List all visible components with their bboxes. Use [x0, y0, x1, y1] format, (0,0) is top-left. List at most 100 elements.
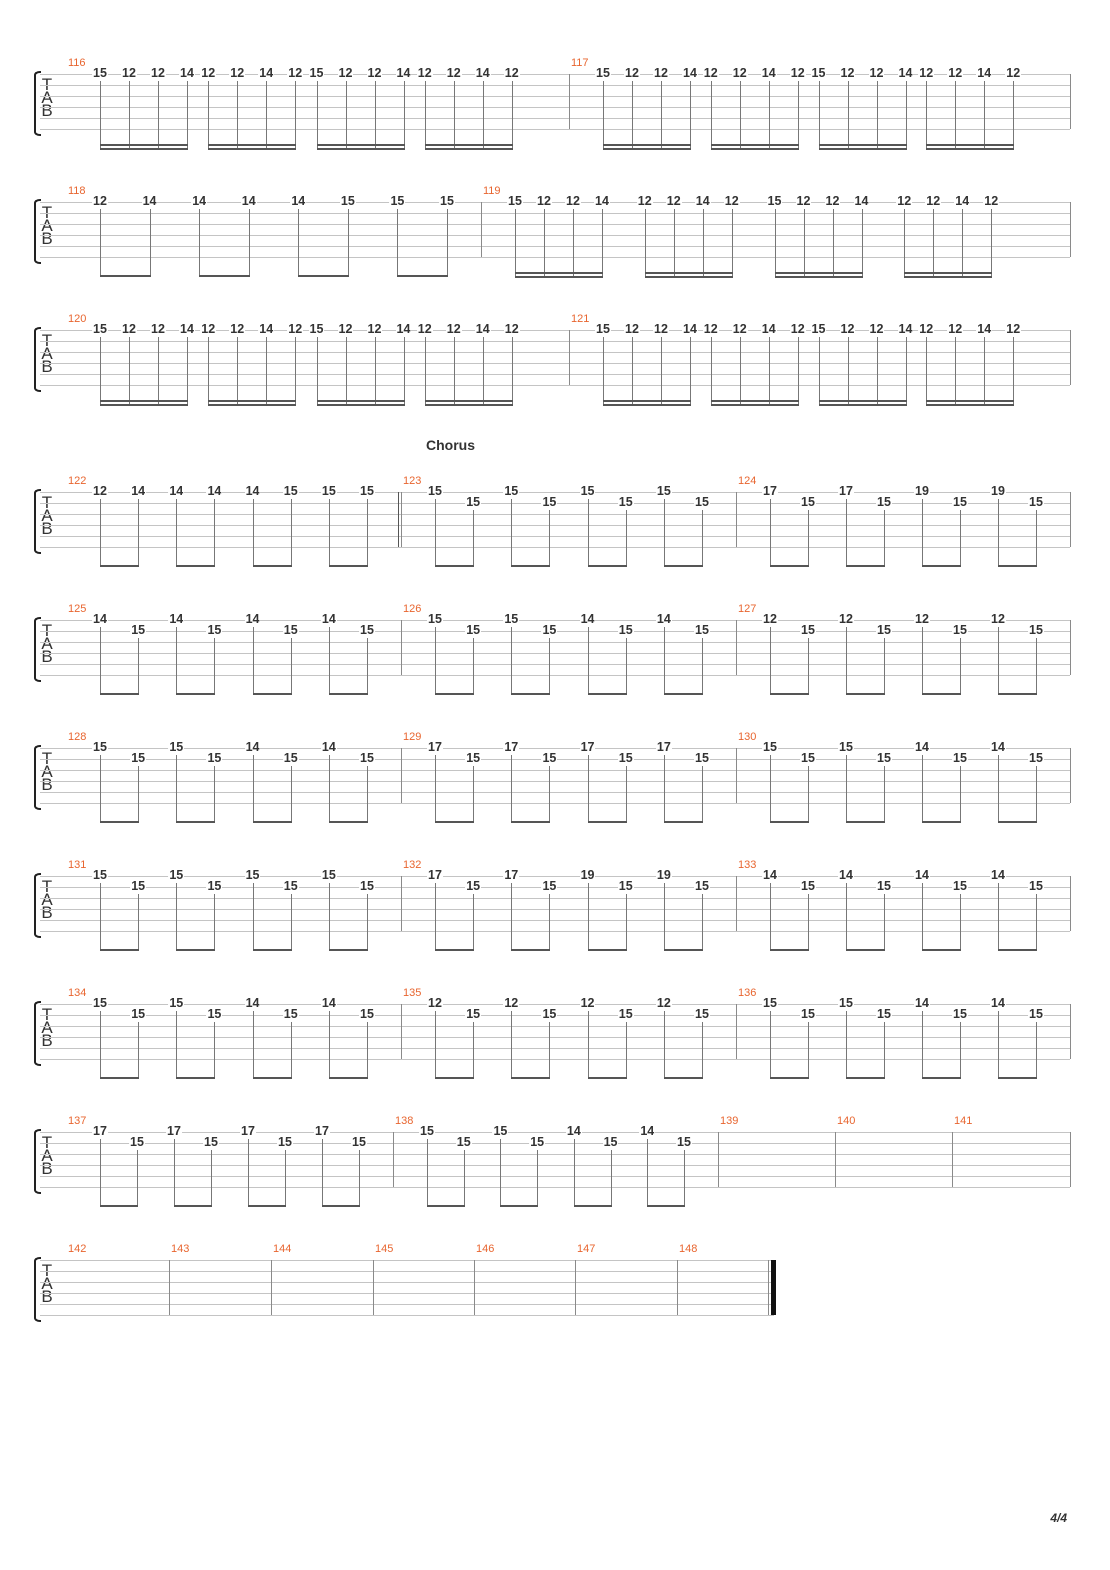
note-stem	[690, 337, 691, 405]
fret-number: 14	[191, 194, 208, 208]
fret-number: 15	[359, 1007, 375, 1021]
staff-line	[40, 909, 1070, 910]
note-stem	[818, 337, 820, 405]
measure-number: 128	[68, 731, 87, 743]
beam	[316, 404, 405, 406]
fret-number: 14	[258, 66, 275, 80]
note-stem	[328, 883, 330, 951]
staff-line	[40, 1271, 774, 1272]
staff-line	[40, 1132, 1070, 1133]
staff-line	[40, 514, 1070, 515]
staff-line	[40, 374, 1070, 375]
note-stem	[684, 1150, 685, 1207]
beam	[397, 275, 448, 277]
staff-line	[40, 1165, 1070, 1166]
tab-clef-letter: T	[40, 1262, 54, 1279]
beam	[511, 565, 551, 567]
beam	[587, 1077, 627, 1079]
staff-line	[40, 385, 1070, 386]
beam	[998, 693, 1037, 695]
fret-number: 14	[976, 322, 993, 336]
note-stem	[846, 1011, 847, 1079]
measure-number: 141	[954, 1115, 973, 1127]
note-stem	[367, 499, 368, 567]
barline-end	[1070, 330, 1071, 385]
fret-number: 15	[465, 495, 482, 509]
fret-number: 14	[290, 194, 307, 208]
note-stem	[511, 337, 513, 405]
beam	[603, 144, 691, 146]
note-stem	[808, 766, 809, 823]
staff-line	[40, 202, 1070, 203]
staff-line	[40, 876, 1070, 877]
note-stem	[847, 81, 849, 149]
note-stem	[876, 337, 878, 405]
fret-number: 15	[595, 66, 611, 80]
fret-number: 12	[702, 322, 719, 336]
note-stem	[603, 337, 604, 405]
note-stem	[663, 1011, 665, 1079]
measure-number: 130	[738, 731, 757, 743]
fret-number: 15	[206, 879, 223, 893]
fret-number: 12	[731, 322, 748, 336]
fret-number: 14	[130, 484, 147, 498]
staff-line	[40, 213, 1070, 214]
note-stem	[266, 337, 268, 405]
measure-number: 135	[403, 987, 422, 999]
tab-clef-letter: B	[41, 1031, 53, 1050]
beam	[100, 821, 140, 823]
fret-number: 14	[838, 868, 854, 882]
note-stem	[702, 638, 703, 695]
fret-number: 14	[206, 484, 223, 498]
note-stem	[846, 883, 847, 951]
staff-line	[40, 1282, 774, 1283]
note-stem	[403, 337, 405, 405]
beam	[252, 693, 292, 695]
beam	[922, 693, 961, 695]
fret-number: 15	[876, 495, 892, 509]
note-stem	[252, 627, 254, 695]
beam	[710, 404, 799, 406]
fret-number: 14	[179, 322, 195, 336]
fret-number: 15	[1028, 879, 1044, 893]
note-stem	[770, 499, 771, 567]
fret-number: 15	[1028, 623, 1044, 637]
fret-number: 15	[617, 751, 634, 765]
fret-number: 15	[168, 740, 185, 754]
measure-number: 117	[571, 57, 589, 69]
fret-number: 15	[92, 66, 108, 80]
beam	[603, 404, 691, 406]
measure-number: 120	[68, 313, 87, 325]
beam	[328, 949, 368, 951]
measure-number: 145	[375, 1243, 394, 1255]
beam	[922, 1077, 961, 1079]
note-stem	[129, 81, 130, 149]
fret-number: 14	[179, 66, 195, 80]
note-stem	[549, 894, 551, 951]
beam	[663, 693, 703, 695]
fret-number: 15	[320, 484, 337, 498]
barline-end	[1070, 620, 1071, 675]
tab-staff-system: TAB1181214141414151515119151212141212141…	[0, 185, 1110, 313]
measure-number: 125	[68, 603, 87, 615]
note-stem	[625, 638, 627, 695]
beam	[846, 565, 885, 567]
note-stem	[482, 337, 484, 405]
note-stem	[991, 209, 993, 277]
note-stem	[803, 209, 805, 277]
fret-number: 15	[427, 612, 443, 626]
fret-number: 15	[617, 623, 634, 637]
note-stem	[587, 1011, 589, 1079]
fret-number: 14	[682, 322, 698, 336]
barline-end	[1070, 748, 1071, 803]
note-stem	[187, 337, 188, 405]
beam	[647, 1205, 685, 1207]
barline	[169, 1260, 170, 1315]
fret-number: 15	[595, 322, 611, 336]
beam	[176, 1077, 216, 1079]
barline	[393, 1132, 394, 1187]
note-stem	[453, 337, 455, 405]
note-stem	[587, 883, 589, 951]
staff-line	[40, 792, 1070, 793]
note-stem	[960, 894, 961, 951]
